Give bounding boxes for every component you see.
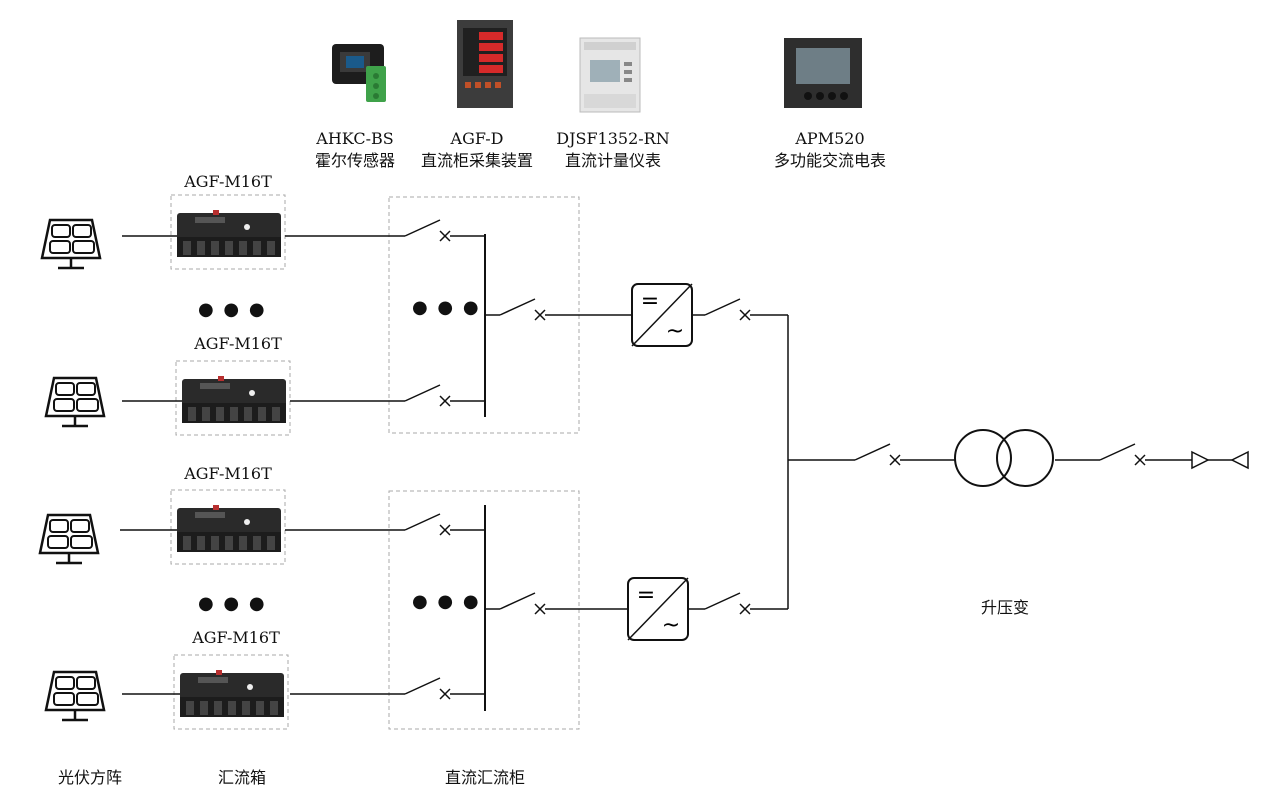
pv-panel-icon	[40, 218, 102, 270]
dc-meter-icon	[579, 37, 641, 113]
combiner-device-icon	[177, 505, 281, 552]
more-inputs-ellipsis: ● ● ●	[412, 297, 481, 318]
combiner-model-label: AGF-M16T	[194, 334, 282, 353]
combiner-box-frame	[170, 489, 286, 565]
combiner-box-frame	[170, 194, 286, 270]
pv-array-label: 光伏方阵	[57, 768, 122, 787]
dc-collector-label: AGF-D 直流柜采集装置	[410, 128, 544, 172]
combiner-model-label: AGF-M16T	[184, 172, 272, 191]
pv-panel-icon	[38, 513, 100, 565]
hall-sensor-icon	[332, 44, 386, 102]
dc-cabinet-collector-icon	[457, 20, 513, 108]
transformer-label: 升压变	[980, 598, 1029, 617]
dc-collector-model: AGF-D	[450, 129, 504, 148]
dc-meter-label: DJSF1352-RN 直流计量仪表	[548, 128, 678, 172]
dc-output-breaker	[499, 298, 546, 321]
dc-cabinet-frame	[388, 490, 580, 730]
ac-meter-label: APM520 多功能交流电表	[760, 128, 900, 172]
more-pv-ellipsis: ● ● ●	[198, 593, 267, 614]
dc-breaker-switch	[404, 513, 451, 536]
ac-multifunction-meter-icon	[784, 38, 862, 108]
ac-meter-model: APM520	[795, 129, 865, 148]
dc-collector-name: 直流柜采集装置	[420, 151, 533, 170]
dc-breaker-switch	[404, 219, 451, 242]
combiner-box-frame	[175, 360, 291, 436]
dc-breaker-switch	[404, 677, 451, 700]
combiner-box-label: 汇流箱	[217, 768, 266, 787]
hv-breaker-switch	[1099, 443, 1146, 466]
inverter-icon: = ~	[631, 283, 693, 347]
dc-cabinet-label: 直流汇流柜	[444, 768, 525, 787]
inverter-ac-symbol: ~	[662, 613, 680, 638]
hall-sensor-model: AHKC-BS	[316, 129, 394, 148]
transformer-icon	[954, 429, 1054, 487]
dc-meter-model: DJSF1352-RN	[556, 129, 670, 148]
combiner-model-label: AGF-M16T	[184, 464, 272, 483]
hall-sensor-label: AHKC-BS 霍尔传感器	[290, 128, 420, 172]
combiner-box-frame	[173, 654, 289, 730]
combiner-device-icon	[182, 376, 286, 423]
ac-meter-name: 多功能交流电表	[773, 151, 886, 170]
more-inputs-ellipsis: ● ● ●	[412, 591, 481, 612]
dc-meter-name: 直流计量仪表	[564, 151, 661, 170]
hall-sensor-name: 霍尔传感器	[314, 151, 395, 170]
pv-panel-icon	[44, 670, 106, 722]
ac-breaker-switch	[704, 298, 751, 321]
pv-panel-icon	[44, 376, 106, 428]
combiner-model-label: AGF-M16T	[192, 628, 280, 647]
inverter-dc-symbol: =	[641, 289, 659, 314]
combiner-device-icon	[177, 210, 281, 257]
dc-output-breaker	[499, 592, 546, 615]
ac-breaker-switch	[704, 592, 751, 615]
grid-connection-icon	[1191, 450, 1249, 470]
lv-breaker-switch	[854, 443, 901, 466]
combiner-device-icon	[180, 670, 284, 717]
dc-breaker-switch	[404, 384, 451, 407]
inverter-icon: = ~	[627, 577, 689, 641]
more-pv-ellipsis: ● ● ●	[198, 299, 267, 320]
inverter-ac-symbol: ~	[666, 319, 684, 344]
inverter-dc-symbol: =	[637, 583, 655, 608]
